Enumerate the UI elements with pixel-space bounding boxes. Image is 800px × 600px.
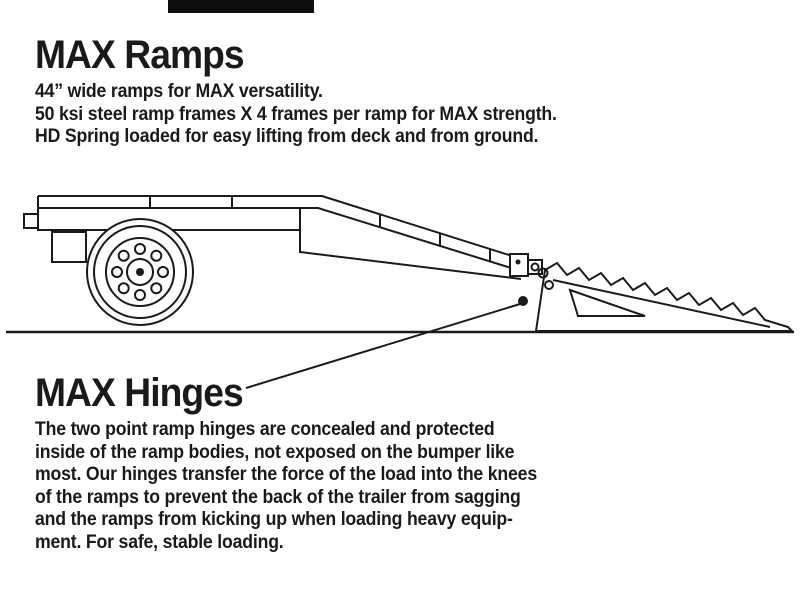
- hinges-title: MAX Hinges: [35, 371, 244, 415]
- hinges-line: and the ramps from kicking up when loadi…: [35, 509, 513, 530]
- ramps-title: MAX Ramps: [35, 33, 245, 77]
- hinge-assembly: [509, 253, 543, 277]
- ramps-line: 50 ksi steel ramp frames X 4 frames per …: [35, 103, 557, 125]
- hinges-line: inside of the ramp bodies, not exposed o…: [35, 441, 515, 463]
- ramp-cutout: [568, 288, 646, 317]
- hinges-line: ment. For safe, stable loading.: [35, 531, 284, 553]
- wheel: [86, 218, 194, 326]
- ramps-line: 44” wide ramps for MAX versatility.: [35, 81, 323, 102]
- ramps-description: 44” wide ramps for MAX versatility. 50 k…: [35, 81, 557, 149]
- ramps-line: HD Spring loaded for easy lifting from d…: [35, 126, 539, 147]
- redacted-header-bar: [168, 0, 314, 13]
- trailer-frame: [23, 195, 529, 280]
- hinges-section: MAX Hinges The two point ramp hinges are…: [35, 372, 537, 554]
- hinges-description: The two point ramp hinges are concealed …: [35, 419, 537, 554]
- hinge-point-dot: [518, 296, 528, 306]
- hinges-line: of the ramps to prevent the back of the …: [35, 486, 521, 508]
- hinges-line: The two point ramp hinges are concealed …: [35, 419, 495, 440]
- ramp-wedge: [534, 261, 795, 332]
- ramps-section: MAX Ramps 44” wide ramps for MAX versati…: [35, 34, 557, 149]
- hinges-line: most. Our hinges transfer the force of t…: [35, 464, 537, 485]
